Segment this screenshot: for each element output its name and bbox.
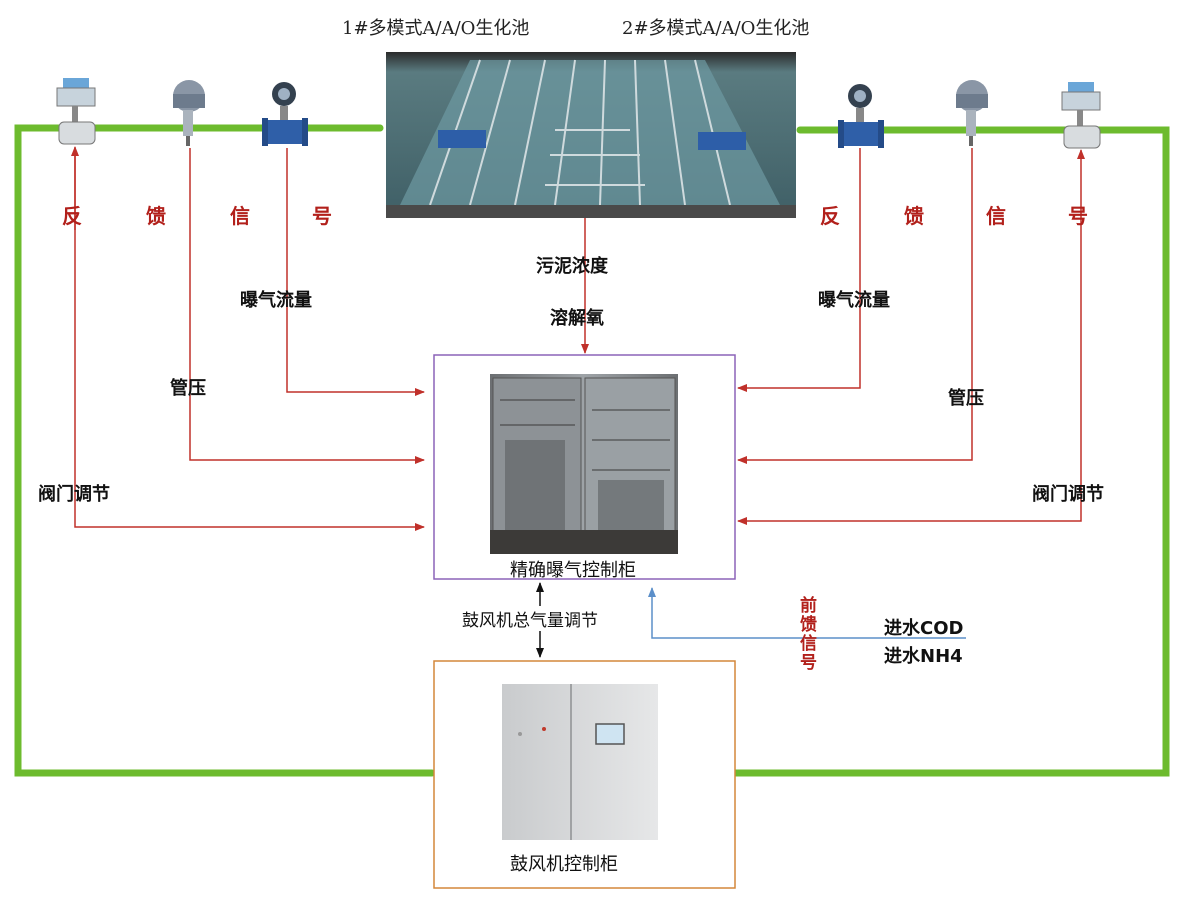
pipe-pressure-right-label: 管压: [948, 388, 984, 409]
aeration-flow-right-label: 曝气流量: [818, 290, 890, 311]
blower-total-air-label: 鼓风机总气量调节: [462, 606, 598, 631]
pressure-transmitter-icon: [956, 80, 988, 146]
aeration-flow-left-label: 曝气流量: [240, 290, 312, 311]
feedback-right-1: 反: [820, 204, 840, 228]
feedback-right-2: 馈: [904, 204, 924, 228]
feedback-left-1: 反: [62, 204, 82, 228]
right-signal-lines: [737, 148, 1085, 525]
inflow-nh4-label: 进水NH4: [884, 646, 963, 667]
control-valve-icon: [56, 78, 96, 145]
feedforward-line: [648, 587, 966, 639]
flowmeter-icon: [838, 84, 884, 148]
dissolved-oxygen-label: 溶解氧: [550, 308, 604, 329]
left-signal-lines: [71, 146, 425, 531]
pipe-pressure-left-label: 管压: [170, 378, 206, 399]
valve-adjust-right-label: 阀门调节: [1032, 484, 1104, 505]
tank1-title: 1#多模式A/A/O生化池: [342, 18, 530, 39]
blower-cabinet-label: 鼓风机控制柜: [510, 854, 618, 875]
feedforward-signal-label: 前馈信号: [796, 596, 816, 672]
feedback-left-2: 馈: [146, 204, 166, 228]
inflow-cod-label: 进水COD: [884, 618, 964, 639]
feedback-left-3: 信: [230, 204, 250, 228]
flowmeter-icon: [262, 82, 308, 146]
feedback-right-3: 信: [986, 204, 1006, 228]
pressure-transmitter-icon: [173, 80, 205, 146]
feedback-left-4: 号: [312, 204, 332, 228]
biochemical-tank-image: [386, 52, 796, 218]
control-valve-icon: [1061, 82, 1101, 149]
aeration-cabinet-label: 精确曝气控制柜: [510, 560, 636, 581]
air-pipe-loop: [14, 124, 1170, 777]
tank2-title: 2#多模式A/A/O生化池: [622, 18, 810, 39]
sludge-concentration-label: 污泥浓度: [536, 256, 608, 277]
aeration-cabinet-image: [490, 374, 678, 554]
valve-adjust-left-label: 阀门调节: [38, 484, 110, 505]
feedback-right-4: 号: [1068, 204, 1088, 228]
blower-cabinet-image: [502, 684, 658, 840]
